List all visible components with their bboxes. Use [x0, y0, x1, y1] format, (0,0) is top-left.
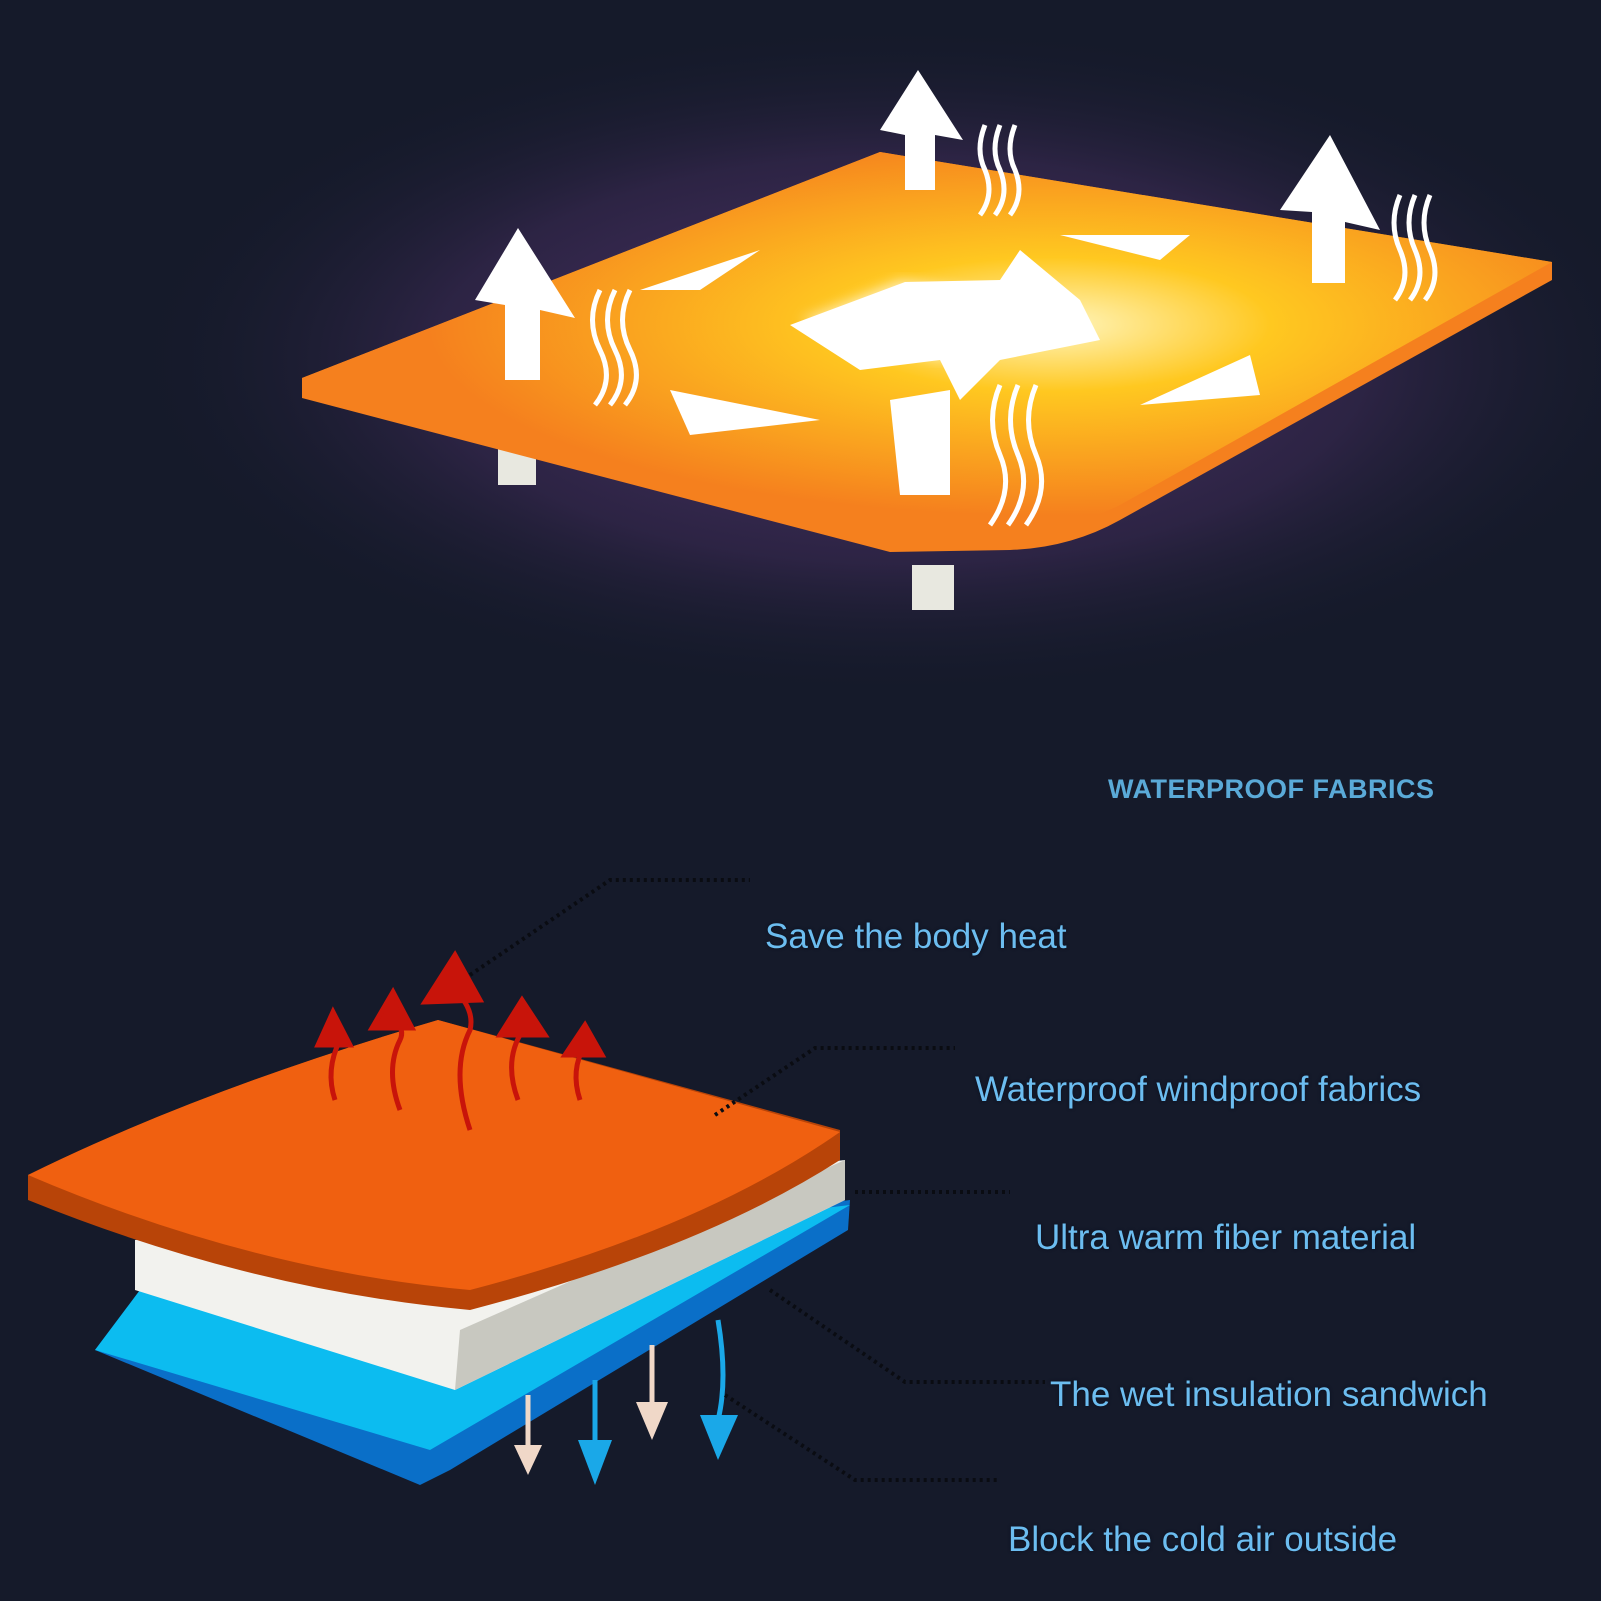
label-save-body-heat: Save the body heat: [765, 917, 1067, 956]
heat-up-arrow-icon: [314, 950, 607, 1131]
heated-fabric-sheet: [302, 70, 1552, 610]
label-waterproof-windproof: Waterproof windproof fabrics: [975, 1070, 1422, 1109]
up-arrow-icon: [475, 70, 1380, 380]
heat-spread-arrows: [640, 235, 1260, 495]
label-block-cold-air: Block the cold air outside: [1008, 1520, 1398, 1559]
leader-lines: [468, 878, 1045, 1482]
layered-fabric: [28, 950, 850, 1485]
section-heading: WATERPROOF FABRICS: [1108, 774, 1435, 804]
label-ultra-warm-fiber: Ultra warm fiber material: [1035, 1218, 1417, 1257]
label-wet-insulation: The wet insulation sandwich: [1050, 1375, 1488, 1414]
cold-block-arrow-icon: [514, 1319, 738, 1485]
heat-wave-icon: [590, 124, 1438, 527]
